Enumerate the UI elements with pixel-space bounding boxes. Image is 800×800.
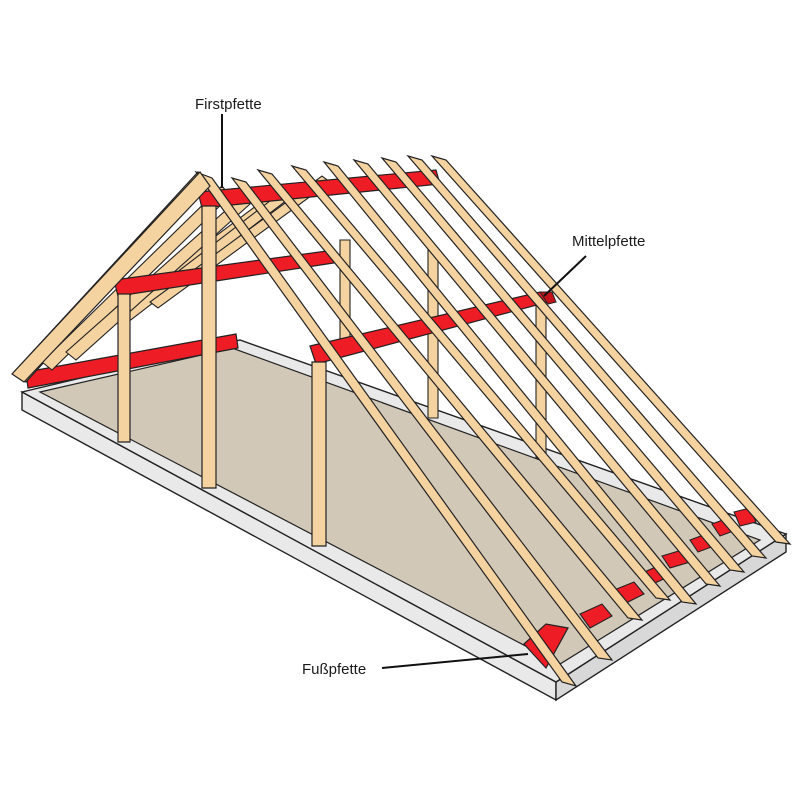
post-3 bbox=[311, 361, 327, 547]
left-foot-purlin bbox=[25, 333, 239, 389]
label-fusspfette: Fußpfette bbox=[302, 661, 367, 678]
main-rafters bbox=[194, 154, 792, 688]
leader-mittelpfette bbox=[543, 255, 587, 297]
label-firstpfette: Firstpfette bbox=[195, 96, 262, 113]
rafter-2 bbox=[230, 176, 614, 661]
post-2 bbox=[201, 205, 217, 489]
leader-lines bbox=[221, 114, 587, 669]
foot-purlin-seg-2 bbox=[579, 603, 613, 629]
gable-front-rafter bbox=[11, 171, 211, 383]
rafter-1 bbox=[194, 170, 578, 688]
rafter-8 bbox=[406, 154, 768, 559]
rafter-5 bbox=[322, 160, 698, 605]
rafter-4 bbox=[290, 164, 672, 601]
rafter-9 bbox=[430, 154, 792, 545]
attic-floor bbox=[38, 347, 762, 665]
leader-fusspfette bbox=[381, 653, 529, 669]
rafter-6 bbox=[352, 158, 722, 587]
rafter-7 bbox=[380, 156, 746, 573]
post-1 bbox=[117, 293, 131, 443]
rafter-3 bbox=[256, 168, 644, 621]
front-posts bbox=[117, 205, 327, 547]
label-mittelpfette: Mittelpfette bbox=[572, 233, 646, 250]
